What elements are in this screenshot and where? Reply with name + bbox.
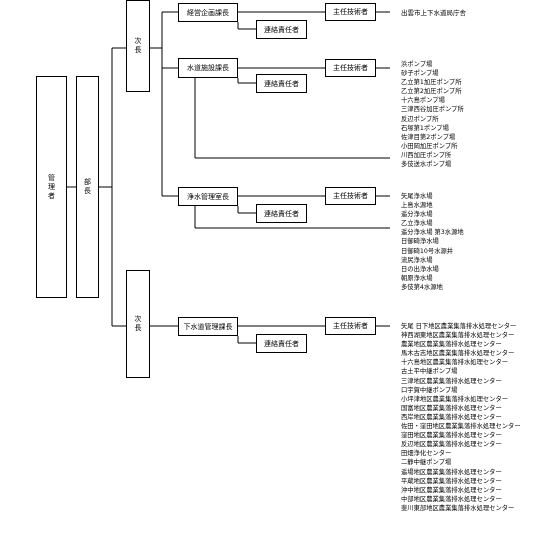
facility-name: 反辺地区農業集落排水処理センター (401, 441, 502, 449)
facility-name: 遥場地区農業集落排水処理センター (401, 468, 502, 476)
section-chief-label-2: 次長 (134, 315, 142, 333)
section-chief-box-1: 次長 (126, 0, 150, 92)
facility-name: 小田岡加圧ポンプ所 (401, 142, 458, 150)
division-box: 水道施設課長 (178, 58, 238, 78)
facility-name: 石塚第1ポンプ場 (401, 124, 449, 132)
engineer-box: 主任技術者 (325, 3, 376, 21)
engineer-label: 主任技術者 (333, 8, 368, 16)
liaison-label: 連絡責任者 (264, 339, 299, 348)
liaison-box: 連絡責任者 (256, 204, 307, 223)
facility-name: 佐田・窪田地区農業集落排水処理センター (401, 423, 521, 431)
facility-name: 神西湖東地区農業集落排水処理センター (401, 332, 515, 340)
facility-name: 斐川東部地区農業集落排水処理センター (401, 504, 515, 512)
manager-label: 管理者 (47, 173, 56, 201)
facility-name: 流尻浄水場 (401, 256, 433, 264)
facility-name: 多伎送水ポンプ場 (401, 161, 452, 169)
facility-name: 日御碕10号水源井 (401, 247, 454, 255)
facility-name: 田畑浄化センター (401, 450, 452, 458)
facility-name: 古土平中継ポンプ場 (401, 368, 458, 376)
facility-name: 浜ポンプ場 (401, 61, 433, 68)
liaison-box: 連絡責任者 (256, 20, 307, 39)
deputy-label: 部長 (83, 178, 92, 196)
facility-name: 矢尾 日下地区農業集落排水処理センター (401, 323, 517, 330)
facility-name: 沖中地区農業集落排水処理センター (401, 486, 502, 494)
deputy-box: 部長 (76, 76, 99, 298)
facility-name: 口宇賀中継ポンプ場 (401, 386, 458, 394)
facility-name: 小坪津地区農業集落排水処理センター (401, 395, 509, 403)
section-chief-box-2: 次長 (126, 270, 150, 378)
facility-name: 中部地区農業集落排水処理センター (401, 495, 502, 503)
facility-name: 乙立第1加圧ポンプ所 (401, 79, 462, 87)
facility-list: 浜ポンプ場 砂子ポンプ場 乙立第1加圧ポンプ所 乙立第2加圧ポンプ所 十六島ポン… (401, 60, 464, 169)
division-label: 経営企画課長 (187, 8, 229, 17)
facility-name: 三津地区農業集落排水処理センター (401, 377, 502, 385)
engineer-label: 主任技術者 (333, 192, 368, 200)
facility-name: 川西加圧ポンプ所 (401, 151, 452, 159)
facility-name: 二静中継ポンプ場 (401, 459, 452, 467)
facility-list: 矢尾浄水場 上島水源地 遥分浄水場 乙立浄水場 遥分浄水場 第3水源地 日御碕浄… (401, 192, 464, 292)
liaison-box: 連絡責任者 (256, 334, 307, 353)
facility-name: 遥分浄水場 (401, 211, 433, 219)
facility-list: 矢尾 日下地区農業集落排水処理センター 神西湖東地区農業集落排水処理センター 農… (401, 322, 521, 513)
facility-name: 馬木古志地区農業集落排水処理センター (401, 350, 515, 358)
facility-name: 日御碕浄水場 (401, 238, 439, 246)
section-chief-label-1: 次長 (134, 37, 142, 55)
engineer-box: 主任技術者 (325, 59, 376, 77)
liaison-box: 連絡責任者 (256, 74, 307, 93)
liaison-label: 連絡責任者 (264, 25, 299, 34)
facility-name: 十六島地区農業集落排水処理センター (401, 359, 509, 367)
facility-name: 乙立第2加圧ポンプ所 (401, 88, 462, 96)
facility-name: 十六島ポンプ場 (401, 97, 445, 105)
facility-name: 多伎第4水源地 (401, 283, 443, 291)
engineer-label: 主任技術者 (333, 322, 368, 330)
facility-name: 朝原浄水場 (401, 274, 433, 282)
engineer-label: 主任技術者 (333, 64, 368, 72)
division-box: 経営企画課長 (178, 3, 238, 22)
division-box: 浄水管理室長 (178, 187, 238, 206)
facility-name: 窪田地区農業集落排水処理センター (401, 432, 502, 440)
facility-name: 出雲市上下水道局庁舎 (401, 9, 466, 17)
facility-name: 西岸地区農業集落排水処理センター (401, 413, 502, 421)
division-label: 水道施設課長 (187, 64, 229, 72)
facility-name: 平蔵地区農業集落排水処理センター (401, 477, 502, 485)
facility-name: 矢尾浄水場 (401, 193, 433, 200)
facility-name: 日の出浄水場 (401, 265, 439, 273)
division-label: 下水道管理課長 (183, 322, 233, 331)
engineer-box: 主任技術者 (325, 187, 376, 205)
facility-name: 砂子ポンプ場 (401, 70, 439, 78)
facility-name: 国富地区農業集落排水処理センター (401, 404, 502, 412)
facility-name: 遥分浄水場 第3水源地 (401, 229, 464, 237)
facility-name: 上島水源地 (401, 202, 433, 210)
facility-name: 佐津目第2ポンプ場 (401, 133, 456, 141)
division-label: 浄水管理室長 (187, 192, 229, 201)
facility-name: 乙立浄水場 (401, 220, 433, 228)
liaison-label: 連絡責任者 (264, 79, 299, 88)
liaison-label: 連絡責任者 (264, 209, 299, 218)
facility-name: 反辺ポンプ所 (401, 115, 439, 123)
manager-box: 管理者 (36, 76, 67, 298)
facility-name: 三津西谷加圧ポンプ所 (401, 106, 464, 114)
division-box: 下水道管理課長 (178, 317, 238, 336)
engineer-box: 主任技術者 (325, 317, 376, 335)
facility-name: 農業地区農業集落排水処理センター (401, 341, 502, 349)
